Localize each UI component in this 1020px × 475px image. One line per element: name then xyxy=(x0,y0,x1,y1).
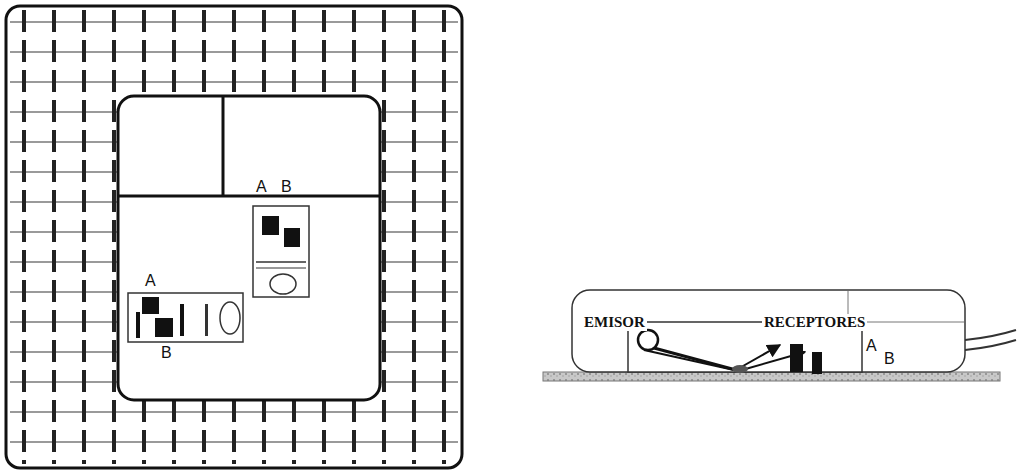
grid-bar xyxy=(82,10,86,464)
mouse-side-view xyxy=(543,290,1016,381)
sensor-label: A xyxy=(145,272,156,290)
sensor-label: B xyxy=(884,350,895,368)
grid-bar xyxy=(382,10,386,464)
sensor-label: A xyxy=(866,337,877,355)
part-label: RECEPTORES xyxy=(762,314,867,331)
grid-bar xyxy=(112,10,116,464)
sensor-label: A xyxy=(256,178,267,196)
grid-bar xyxy=(442,10,446,464)
sensor-board xyxy=(253,206,309,297)
mouse-pad xyxy=(6,6,462,468)
mouse-top-view xyxy=(118,96,380,400)
part-label: EMISOR xyxy=(582,314,647,331)
grid-bar xyxy=(22,10,26,464)
sensor-label: B xyxy=(161,344,172,362)
sensor-board xyxy=(128,293,243,342)
grid-bar xyxy=(52,10,56,464)
grid-bar xyxy=(412,10,416,464)
sensor-label: B xyxy=(281,178,292,196)
